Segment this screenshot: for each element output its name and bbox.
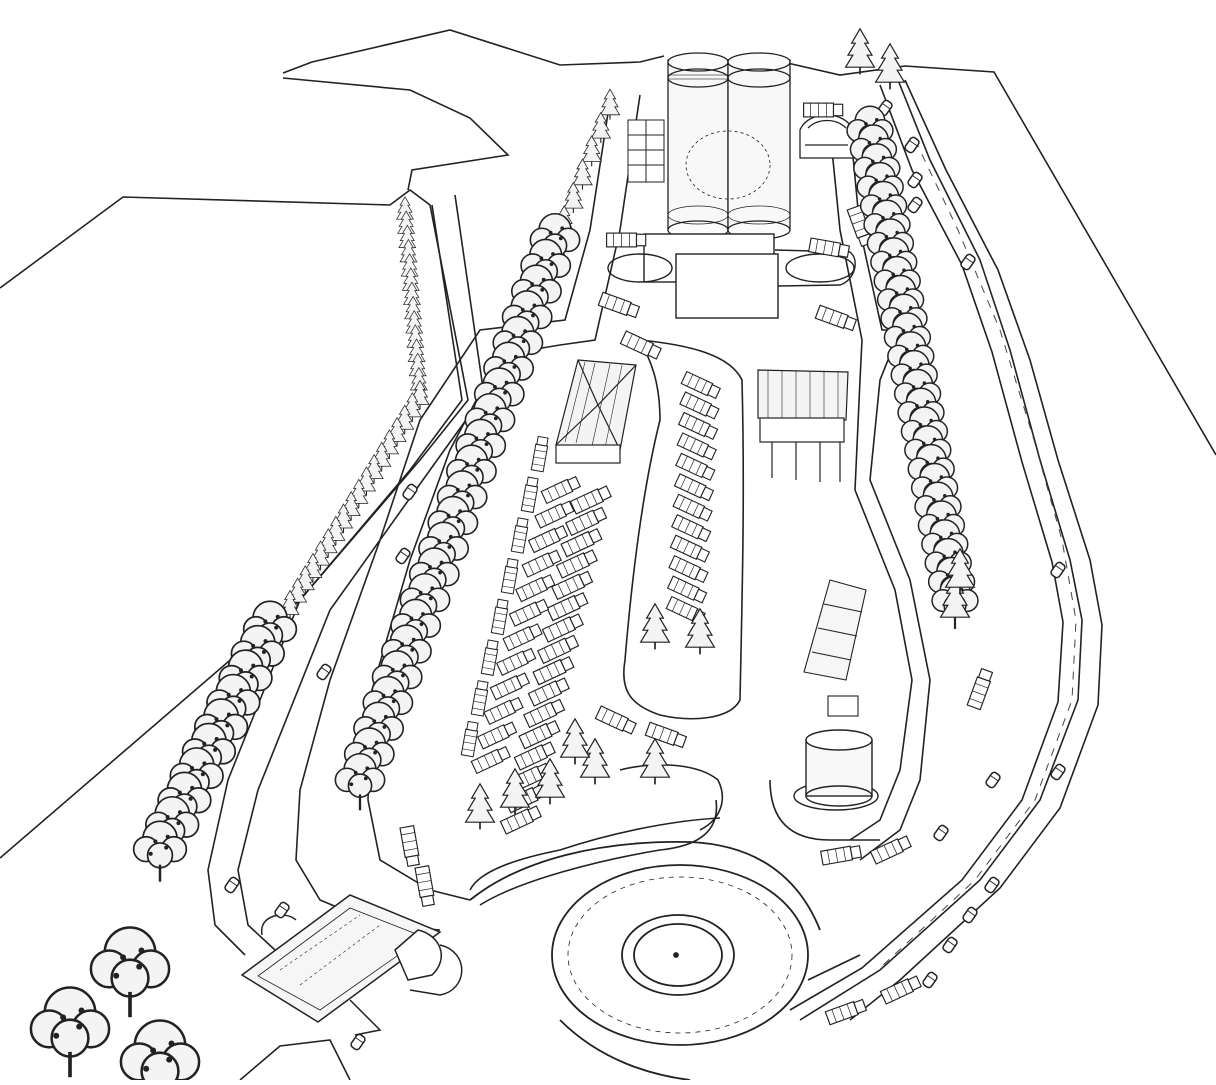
solar-panel-array: [803, 579, 867, 717]
car-icon: [401, 482, 419, 502]
truck-icon: [414, 865, 436, 908]
conifer-icon: [639, 602, 671, 651]
truck-icon: [527, 676, 571, 707]
truck-icon: [541, 612, 585, 643]
truck-icon: [803, 102, 844, 118]
truck-icon: [523, 697, 566, 728]
car-icon: [932, 823, 950, 843]
car-icon: [984, 770, 1002, 790]
tree-icon: [119, 1018, 201, 1085]
truck-icon: [808, 237, 851, 259]
perimeter-highway: [207, 79, 1103, 1021]
greenhouse-roof-structures: [555, 359, 849, 482]
truck-icon: [490, 598, 510, 636]
truck-icon: [527, 524, 569, 554]
truck-icon: [508, 597, 550, 627]
car-icon: [921, 970, 939, 990]
truck-icon: [814, 304, 858, 333]
conifer-icon: [581, 135, 602, 167]
truck-icon: [530, 435, 550, 473]
truck-icon: [824, 997, 868, 1026]
truck-icon: [594, 705, 638, 736]
car-icon: [223, 875, 241, 895]
truck-icon: [477, 720, 518, 750]
truck-icon: [606, 232, 647, 248]
round-storage-tank: [793, 729, 879, 811]
terrain-outlines: [0, 29, 1216, 1081]
truck-icon: [546, 591, 589, 622]
truck-icon: [619, 330, 663, 361]
car-icon: [959, 252, 977, 272]
parking-grid-north: [627, 119, 665, 183]
conifer-icon: [874, 42, 906, 91]
truck-icon: [569, 484, 613, 515]
truck-icon: [470, 745, 512, 774]
truck-icon: [560, 527, 603, 558]
truck-icon: [515, 573, 556, 603]
truck-icon: [521, 548, 563, 578]
conifer-icon: [563, 181, 584, 214]
car-icon: [903, 135, 921, 155]
conifer-icon: [559, 717, 591, 766]
car-icon: [349, 1032, 367, 1052]
conifer-icon: [599, 88, 621, 121]
truck-icon: [399, 825, 421, 868]
car-icon: [315, 662, 333, 682]
truck-icon: [537, 633, 580, 664]
dome-storage-building: [799, 114, 854, 159]
truck-icon: [551, 569, 594, 600]
roundabout: [469, 840, 861, 1081]
conifer-icon: [844, 27, 876, 76]
truck-icon: [502, 622, 544, 652]
conifer-icon: [639, 737, 671, 786]
tree-icon: [29, 985, 111, 1080]
highway-center-dashes: [879, 139, 1077, 969]
conifer-icon: [464, 782, 496, 831]
truck-icon: [500, 557, 520, 595]
truck-icon: [555, 548, 599, 579]
truck-icon: [483, 696, 525, 725]
truck-icon: [518, 719, 561, 750]
conifer-icon: [572, 158, 593, 191]
silo-base-building: [607, 233, 856, 319]
truck-icon: [489, 671, 531, 701]
truck-icon: [520, 476, 540, 514]
truck-icon: [499, 804, 543, 835]
truck-icon: [460, 720, 480, 758]
truck-icon: [597, 291, 641, 320]
cylindrical-silo-towers: [667, 52, 791, 240]
central-island: [623, 339, 745, 720]
truck-icon: [820, 844, 863, 866]
internal-loop-road: [295, 94, 931, 931]
tree-icon: [89, 925, 171, 1020]
truck-icon: [532, 655, 575, 686]
truck-icon: [510, 517, 530, 554]
truck-icon: [480, 639, 500, 676]
entry-gate-building: [240, 894, 463, 1036]
truck-icon: [496, 646, 537, 676]
car-icon: [906, 195, 924, 215]
car-icon: [983, 875, 1001, 895]
truck-icon: [966, 667, 995, 711]
